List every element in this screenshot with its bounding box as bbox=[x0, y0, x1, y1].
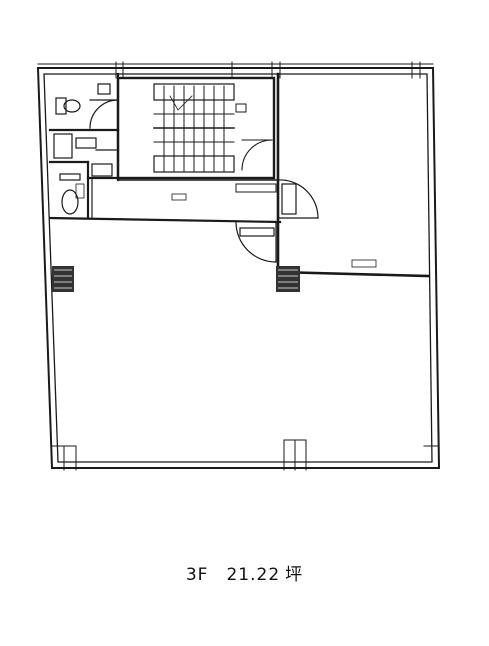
floor-plan bbox=[36, 61, 441, 471]
corridor bbox=[117, 179, 279, 201]
label-boxes bbox=[75, 183, 377, 268]
stair-core bbox=[116, 76, 276, 180]
entrance-door bbox=[277, 179, 319, 219]
lower-door bbox=[235, 221, 277, 263]
toilet-upper bbox=[55, 83, 119, 129]
area-unit: 坪 bbox=[285, 565, 304, 585]
right-room-walls bbox=[276, 72, 430, 278]
top-window-marks bbox=[115, 61, 421, 79]
toilet-lower bbox=[59, 163, 113, 219]
utility-closet bbox=[53, 133, 117, 159]
columns bbox=[52, 266, 300, 292]
floor-label: 3F bbox=[185, 565, 209, 585]
column-left bbox=[52, 266, 74, 292]
bottom-window-marks bbox=[51, 439, 439, 471]
area-value: 21.22 bbox=[226, 565, 281, 585]
outer-walls bbox=[36, 63, 441, 469]
